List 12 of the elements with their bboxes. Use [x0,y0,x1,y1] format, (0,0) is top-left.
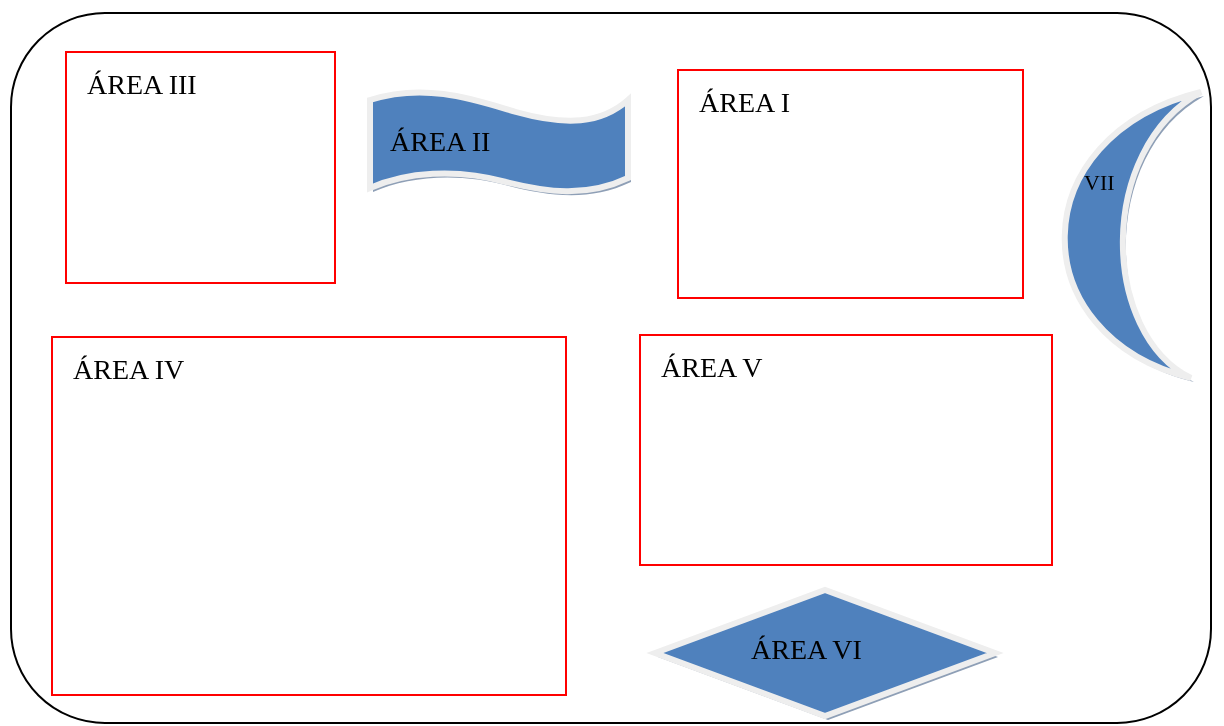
area-label: ÁREA V [661,354,763,382]
area-box [65,51,336,284]
area-label: ÁREA III [87,71,197,99]
area-label: ÁREA IV [73,356,185,384]
area-box [677,69,1024,299]
area-label: ÁREA VI [751,636,862,664]
area-label: ÁREA I [699,89,790,117]
outer-frame [10,12,1212,724]
area-label: ÁREA II [390,128,491,156]
area-label: VII [1084,172,1115,194]
area-box [51,336,567,696]
area-box [639,334,1053,566]
